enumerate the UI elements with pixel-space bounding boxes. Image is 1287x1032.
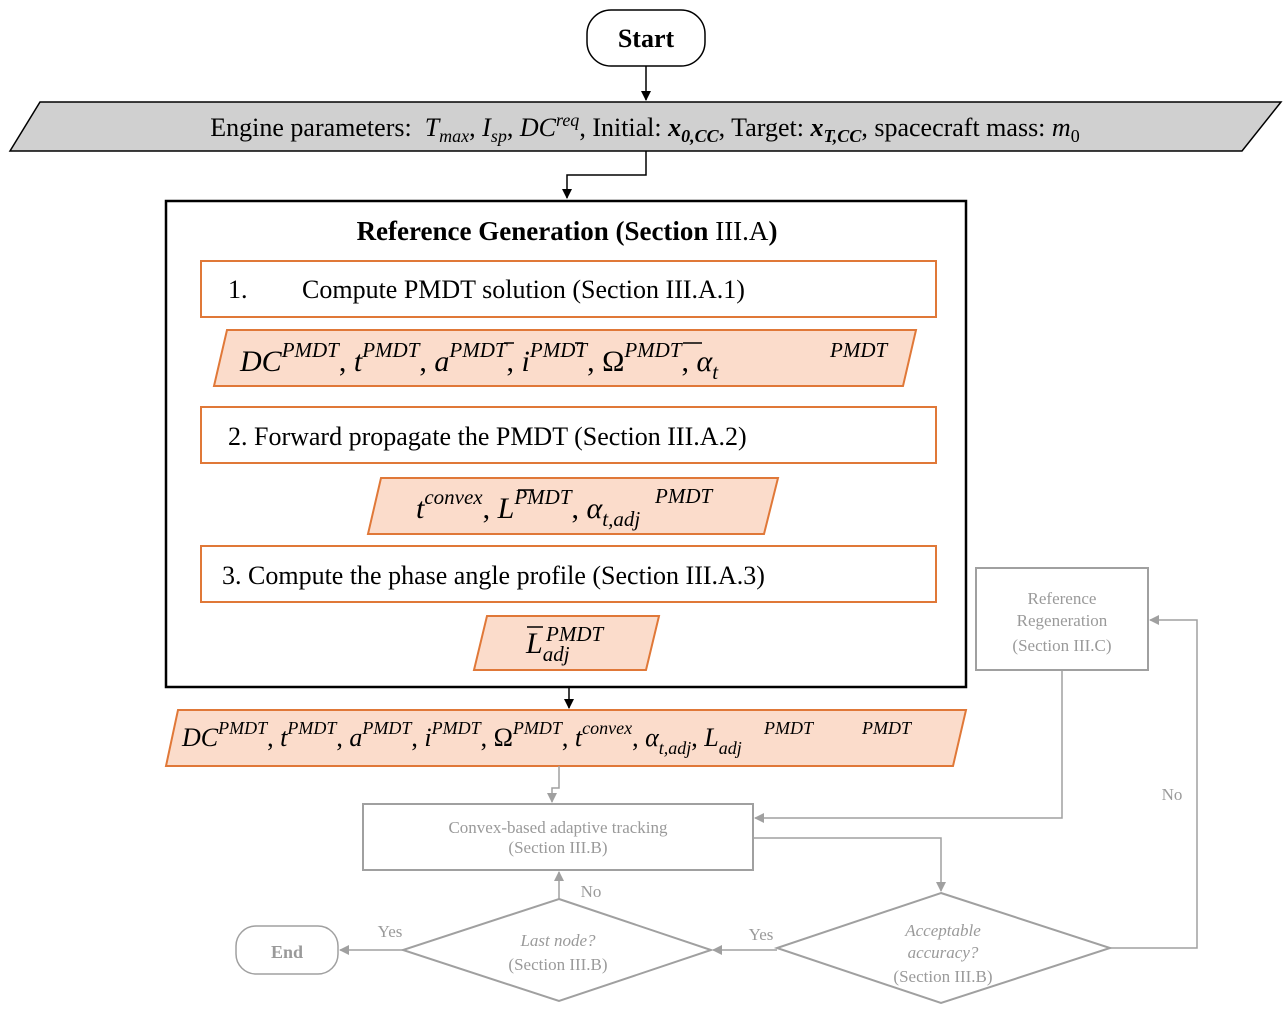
step3-output-text: Ladj: [525, 627, 570, 666]
edge-label-yes-left: Yes: [378, 922, 403, 941]
step1-output: [212, 329, 918, 387]
accuracy-line2: accuracy?: [908, 943, 979, 962]
edge-label-no-right: No: [1162, 785, 1183, 804]
step1-output-alpha-sup: PMDT: [829, 338, 888, 362]
tracking-line2: (Section III.B): [508, 838, 607, 857]
edge-label-no-top: No: [581, 882, 602, 901]
step2-output-text: tconvex, LPMDT, αt,adj: [416, 485, 640, 531]
step3-output-sup: PMDT: [545, 622, 604, 646]
edge-tracking-accuracy: [753, 837, 946, 892]
combined-L-sup: PMDT: [861, 718, 913, 738]
combined-outputs: DCPMDT, tPMDT, aPMDT, iPMDT, ΩPMDT, tcon…: [164, 709, 968, 767]
lastnode-diamond: Last node? (Section III.B): [399, 897, 715, 1003]
end-label: End: [271, 942, 303, 962]
combined-alpha-sup: PMDT: [763, 718, 815, 738]
inputs-parallelogram: Engine parameters: Tmax, Isp, DCreq, Ini…: [8, 101, 1283, 152]
edge-inputs-reference: [562, 151, 647, 199]
end-terminal: End: [235, 925, 339, 975]
step1-label: Compute PMDT solution (Section III.A.1): [302, 275, 745, 304]
step2-label: 2. Forward propagate the PMDT (Section I…: [228, 422, 747, 451]
lastnode-line2: (Section III.B): [508, 955, 607, 974]
regen-line1: Reference: [1028, 589, 1097, 608]
step2-box: [200, 406, 937, 464]
reference-generation-box: Reference Generation (Section III.A) 1. …: [164, 199, 968, 689]
edge-label-yes-mid: Yes: [749, 925, 774, 944]
tracking-line1: Convex-based adaptive tracking: [448, 818, 668, 837]
start-label: Start: [618, 24, 675, 53]
inputs-text: Engine parameters: Tmax, Isp, DCreq, Ini…: [210, 110, 1079, 146]
step2-output-alpha-sup: PMDT: [654, 484, 713, 508]
accuracy-line3: (Section III.B): [893, 967, 992, 986]
accuracy-diamond: Acceptable accuracy? (Section III.B): [773, 891, 1114, 1005]
step1-output-text: DCPMDT, tPMDT, aPMDT, iPMDT, ΩPMDT, αt: [239, 338, 719, 384]
lastnode-line1: Last node?: [519, 931, 596, 950]
step1-box: [200, 260, 937, 318]
start-terminal: Start: [586, 9, 706, 67]
combined-text: DCPMDT, tPMDT, aPMDT, iPMDT, ΩPMDT, tcon…: [181, 718, 742, 758]
accuracy-line1: Acceptable: [904, 921, 981, 940]
step2-output: [366, 477, 780, 535]
regeneration-box: Reference Regeneration (Section III.C): [975, 567, 1149, 671]
edge-accuracy-regen: [1110, 615, 1198, 949]
edge-combined-tracking: [547, 766, 560, 803]
regen-line3: (Section III.C): [1012, 636, 1111, 655]
step1-number: 1.: [228, 275, 248, 304]
reference-title: Reference Generation (Section III.A): [357, 216, 778, 246]
regen-line2: Regeneration: [1017, 611, 1108, 630]
step3-label: 3. Compute the phase angle profile (Sect…: [222, 561, 765, 590]
step3-box: [200, 545, 937, 603]
step3-output: [472, 615, 661, 671]
edge-regen-tracking: [754, 670, 1063, 823]
tracking-box: Convex-based adaptive tracking (Section …: [362, 803, 754, 871]
